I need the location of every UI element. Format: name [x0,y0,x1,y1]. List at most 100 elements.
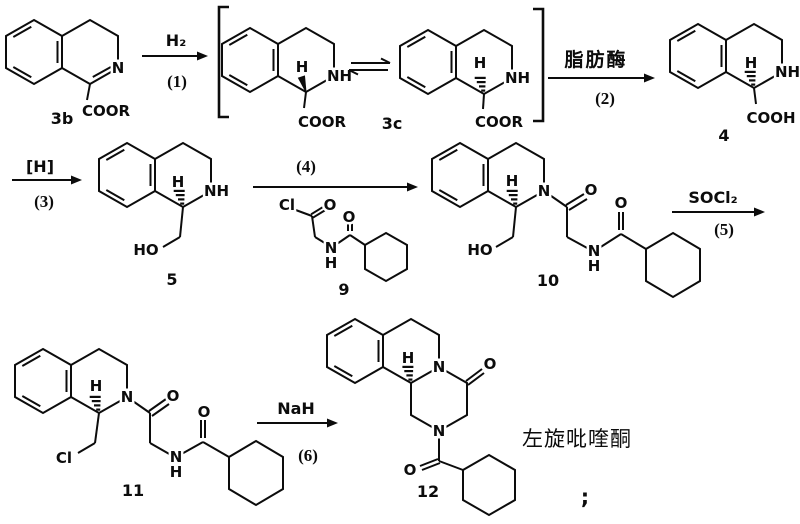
atom-label-n: N [112,59,125,77]
carbonyl-o-label: O [167,387,180,405]
stereo-wedge-bond [297,75,307,93]
stereo-h-label: H [296,58,309,76]
step-number-5: (5) [714,220,734,239]
chloride-label: Cl [56,449,72,467]
step-number-4: (4) [296,157,316,176]
stereo-h-label: H [474,54,487,72]
cyclohexane-ring [364,231,408,283]
equilibrium-arrows [348,57,391,76]
compound-number-3c: 3c [382,114,403,133]
ring-n2-label: N [433,422,446,440]
compound-12: H N O N O 12 [326,317,516,517]
atom-label-nh: NH [327,67,352,85]
ring-n-label: N [538,182,551,200]
hetero-ring-bonds [61,18,119,101]
stereo-hash-bond [474,76,486,92]
arrowhead [407,182,418,192]
compound-3b: N COOR 3b [5,18,133,128]
benzene-ring [399,28,457,96]
compound-number-4: 4 [718,126,729,145]
cyclohexane-ring [462,453,516,517]
acyl-chain-bonds [126,396,230,458]
ester-bond [303,91,307,109]
hetero-ring-bonds [725,22,783,90]
reaction-arrow-3: [H] (3) [12,155,82,211]
hetero-ring-bonds [277,26,335,94]
compound-number-5: 5 [166,270,177,289]
stereo-hash-bond [89,395,101,411]
compound-4: H NH COOH 4 [669,22,800,145]
compound-number-3b: 3b [51,109,74,128]
acid-group-label: COOH [746,109,795,127]
ester-bond [482,93,485,110]
reaction-arrow-5: SOCl₂ (5) [672,186,765,239]
compound-number-11: 11 [122,481,144,500]
carbonyl-o-label: O [343,208,356,226]
stereo-h-label: H [172,173,185,191]
carbonyl-o-label: O [324,196,337,214]
stereo-h-label: H [90,377,103,395]
hetero-ring-bonds [487,141,545,209]
arrowhead [327,418,338,428]
atom-label-nh: NH [775,63,800,81]
benzene-ring [669,22,727,90]
reaction-arrow-2: 脂肪酶 (2) [548,48,655,108]
ester-group-label: COOR [82,102,131,120]
compound-number-10: 10 [537,271,559,290]
hydroxymethyl-bonds [162,206,184,248]
arrowhead [197,51,208,61]
hydroxymethyl-bonds [495,206,517,248]
ring-n5-label: N [433,358,446,376]
compound-11: H N Cl O N H O 11 [14,347,284,507]
stereo-hash-bond [173,189,185,205]
product-name-label: 左旋吡喹酮 [522,427,632,451]
reaction-arrow-4: (4) [253,157,418,192]
step-number-3: (3) [34,192,54,211]
benzene-ring [221,26,279,94]
benzene-ring [98,141,156,209]
hetero-ring-bonds [154,141,212,209]
reagent-socl2: SOCl₂ [688,188,737,207]
hetero-ring-bonds [455,28,513,96]
compound-9: Cl O N H O 9 [276,194,408,299]
ring-n-label: N [121,388,134,406]
hydroxyl-label: HO [467,241,492,259]
reaction-arrow-6: NaH (6) [257,397,338,465]
acyl-o-label: O [404,461,417,479]
aromatic-inner-bonds [105,148,152,202]
benzene-ring [431,141,489,209]
amide-n-label: N [170,448,183,466]
carbonyl-o-label: O [615,194,628,212]
atom-label-nh: NH [204,182,229,200]
stereo-hash-bond [744,70,756,86]
step-number-6: (6) [298,446,318,465]
step-number-2: (2) [595,89,615,108]
lactam-o-label: O [484,355,497,373]
stereo-h-label: H [506,172,519,190]
aromatic-inner-bonds [438,148,485,202]
acyl-chain-bonds [419,431,464,471]
terminator-semicolon: ; [581,485,589,509]
chloride-label: Cl [279,196,295,214]
amide-h-label: H [325,254,338,272]
hetero-ring-bonds [70,347,128,415]
aromatic-inner-bonds [21,354,68,408]
aromatic-inner-bonds [333,324,380,378]
acid-bond [753,87,757,105]
arrowhead [754,207,765,217]
carbonyl-o-label: O [585,181,598,199]
compound-number-9: 9 [338,280,349,299]
acyl-chain-bonds [543,190,647,251]
ester-group-label: COOR [298,113,347,131]
aromatic-inner-bonds [12,25,59,79]
arrowhead [644,73,655,83]
amide-n-label: N [325,239,338,257]
benzene-ring [326,317,384,385]
amide-n-label: N [588,242,601,260]
reagent-h2: H₂ [166,31,186,50]
benzene-ring [5,18,63,86]
amide-h-label: H [170,463,183,481]
reagent-nah: NaH [277,399,315,418]
